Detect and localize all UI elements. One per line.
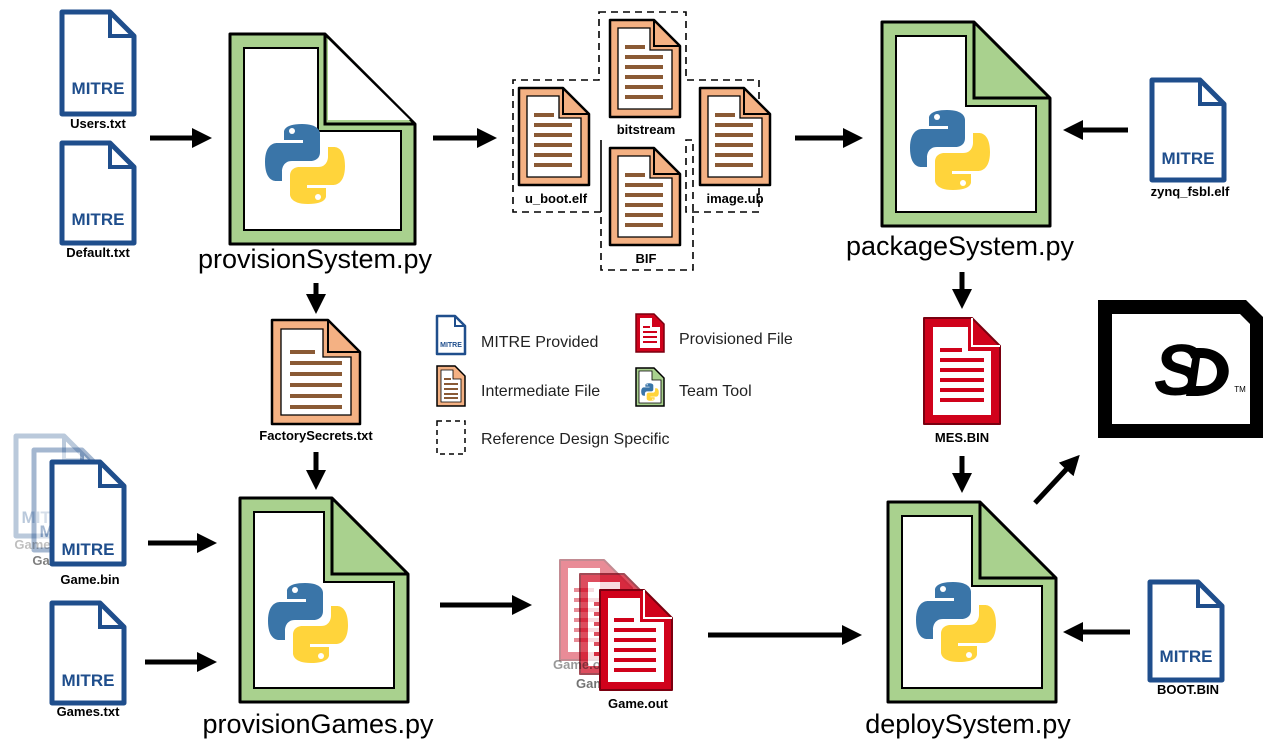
zynq-label: zynq_fsbl.elf bbox=[1151, 184, 1230, 199]
provision-system-label: provisionSystem.py bbox=[198, 244, 433, 274]
game-bin-stack: MITRE MITRE Game.bin Game.bin MITRE bbox=[13, 433, 127, 568]
legend-team-tool-icon bbox=[635, 367, 665, 407]
provision-games-label: provisionGames.py bbox=[202, 709, 434, 739]
mitre-logo-text: MITRE bbox=[72, 210, 125, 229]
intermediate-file-factory-secrets bbox=[270, 318, 362, 426]
mitre-file-users: MITRE bbox=[59, 9, 137, 117]
provisioned-file-mes bbox=[923, 317, 1001, 425]
intermediate-file-bif bbox=[608, 146, 682, 247]
imageub-label: image.ub bbox=[706, 191, 763, 206]
intermediate-file-imageub bbox=[698, 86, 772, 187]
intermediate-file-uboot bbox=[517, 86, 591, 187]
tool-provision-system bbox=[228, 32, 417, 246]
svg-text:MITRE: MITRE bbox=[440, 342, 462, 349]
provisioned-file-game-out bbox=[599, 589, 673, 691]
mes-label: MES.BIN bbox=[935, 430, 989, 445]
game-out-stack: Game.out Game.out bbox=[553, 559, 673, 691]
reference-design-group bbox=[512, 11, 760, 271]
tool-provision-games bbox=[238, 496, 410, 704]
package-system-label: packageSystem.py bbox=[846, 231, 1075, 261]
legend-reference-icon bbox=[436, 420, 466, 455]
default-label: Default.txt bbox=[66, 245, 130, 260]
sd-tm: TM bbox=[1234, 385, 1246, 394]
mitre-file-zynq: MITRE bbox=[1149, 77, 1227, 183]
uboot-label: u_boot.elf bbox=[525, 191, 588, 206]
legend-mitre-icon: MITRE bbox=[435, 314, 467, 356]
factory-secrets-label: FactorySecrets.txt bbox=[259, 428, 373, 443]
users-label: Users.txt bbox=[70, 116, 126, 131]
mitre-file-default: MITRE bbox=[59, 140, 137, 246]
boot-label: BOOT.BIN bbox=[1157, 682, 1219, 697]
mitre-logo-text: MITRE bbox=[1160, 647, 1213, 666]
mitre-file-game-bin: MITRE bbox=[49, 459, 127, 567]
intermediate-file-bitstream bbox=[608, 18, 682, 119]
game-out-label: Game.out bbox=[608, 696, 669, 711]
mitre-logo-text: MITRE bbox=[1162, 149, 1215, 168]
legend-mitre-label: MITRE Provided bbox=[481, 334, 598, 351]
bitstream-label: bitstream bbox=[617, 122, 676, 137]
flow-arrows bbox=[145, 120, 1130, 672]
mitre-file-games-txt: MITRE bbox=[49, 600, 127, 706]
mitre-logo-text: MITRE bbox=[62, 671, 115, 690]
tool-package-system bbox=[880, 20, 1052, 228]
legend-intermediate-label: Intermediate File bbox=[481, 383, 600, 400]
bif-label: BIF bbox=[636, 251, 657, 266]
deploy-system-label: deploySystem.py bbox=[865, 709, 1071, 739]
games-txt-label: Games.txt bbox=[57, 704, 121, 719]
arrow-deploy-to-sdcard bbox=[1033, 454, 1080, 505]
mitre-file-boot: MITRE bbox=[1147, 579, 1225, 683]
mitre-logo-text: MITRE bbox=[72, 79, 125, 98]
legend-reference-label: Reference Design Specific bbox=[481, 431, 670, 448]
legend-intermediate-icon bbox=[436, 365, 466, 407]
mitre-logo-text: MITRE bbox=[62, 540, 115, 559]
game-bin-label: Game.bin bbox=[60, 572, 119, 587]
legend-provisioned-label: Provisioned File bbox=[679, 331, 793, 348]
legend: MITRE MITRE Provided Provisioned File In… bbox=[435, 313, 793, 455]
sd-card-icon: S TM bbox=[1098, 300, 1263, 438]
tool-deploy-system bbox=[886, 500, 1058, 704]
legend-provisioned-icon bbox=[635, 313, 665, 353]
svg-text:Game.out: Game.out bbox=[553, 657, 614, 672]
legend-team-tool-label: Team Tool bbox=[679, 383, 752, 400]
